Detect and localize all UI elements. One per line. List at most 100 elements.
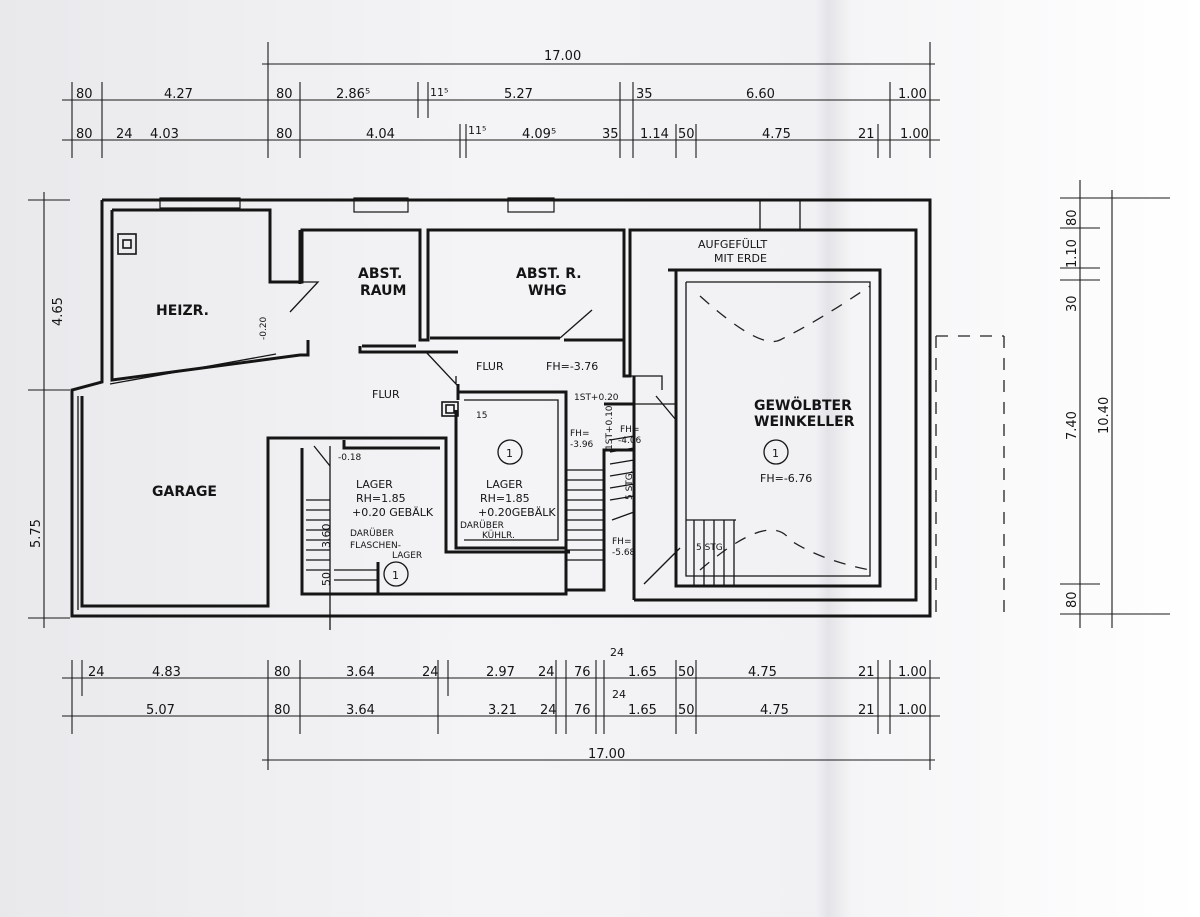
label-aufgefuellt: MIT ERDE [714, 252, 767, 265]
bottom-dim: 4.75 [760, 703, 789, 718]
right-dimensions: 80 1.10 30 7.40 80 10.40 [1060, 180, 1170, 628]
label-stg: 5 STG. [696, 543, 726, 553]
label-weinkeller: GEWÖLBTER [754, 396, 852, 414]
right-dim: 1.10 [1065, 239, 1080, 268]
vault-lines [699, 285, 1005, 616]
bottom-dimensions: 24 4.83 80 3.64 24 2.97 24 76 1.65 50 4.… [62, 646, 940, 770]
left-dim: 5.75 [29, 519, 44, 548]
top-dim: 21 [858, 127, 875, 142]
label-flur: FLUR [372, 388, 400, 401]
top-dim: 24 [116, 127, 133, 142]
bottom-dim: 1.00 [898, 665, 927, 680]
top-dim: 11⁵ [468, 124, 486, 137]
top-dim: 80 [76, 127, 93, 142]
label-lager-daruber: DARÜBER [350, 528, 394, 539]
right-dim: 7.40 [1065, 411, 1080, 440]
bottom-dim: 76 [574, 703, 591, 718]
bottom-dim: 4.83 [152, 665, 181, 680]
right-dim: 30 [1065, 295, 1080, 312]
top-dim: 80 [276, 87, 293, 102]
label-garage: GARAGE [152, 484, 217, 500]
bottom-dim: 50 [678, 665, 695, 680]
label-step: 1ST+0.20 [574, 393, 619, 403]
right-dim: 80 [1065, 591, 1080, 608]
label-lager-daruber: FLASCHEN- [350, 541, 401, 551]
label-lager: LAGER [486, 478, 523, 491]
top-dim: 1.14 [640, 127, 669, 142]
marker-number: 1 [772, 447, 779, 460]
label-stair-dim: 50 [320, 572, 333, 586]
right-dim: 80 [1065, 209, 1080, 226]
bottom-dim: 1.65 [628, 665, 657, 680]
top-dim: 1.00 [898, 87, 927, 102]
bottom-extra: 24 [612, 688, 626, 701]
bottom-dim: 21 [858, 703, 875, 718]
bottom-dim: 50 [678, 703, 695, 718]
top-dim: 80 [76, 87, 93, 102]
label-lager: LAGER [356, 478, 393, 491]
label-lager-gebaelk: +0.20 GEBÄLK [352, 506, 434, 519]
bottom-dim: 24 [88, 665, 105, 680]
label-fh: FH= [612, 537, 632, 547]
top-dim: 35 [636, 87, 653, 102]
bottom-dim: 3.21 [488, 703, 517, 718]
bottom-dim: 1.65 [628, 703, 657, 718]
bottom-extra: 24 [610, 646, 624, 659]
bottom-total: 17.00 [588, 747, 625, 762]
bottom-dim: 3.64 [346, 665, 375, 680]
top-dim: 4.04 [366, 127, 395, 142]
top-dim: 35 [602, 127, 619, 142]
bottom-dim: 80 [274, 665, 291, 680]
top-dim: 11⁵ [430, 86, 448, 99]
top-dimensions: 17.00 80 4.27 80 2.86⁵ 11⁵ 5.27 35 6.60 … [62, 42, 940, 158]
top-dim: 4.03 [150, 127, 179, 142]
bottom-dim: 76 [574, 665, 591, 680]
bottom-dim: 21 [858, 665, 875, 680]
bottom-dim: 4.75 [748, 665, 777, 680]
label-abst-raum: RAUM [360, 283, 406, 299]
label-fh: -5.68 [612, 548, 636, 558]
label-level: 15 [476, 411, 487, 421]
marker-circle [497, 439, 523, 465]
chimney-icon [117, 233, 137, 255]
label-fh: -3.96 [570, 440, 594, 450]
stairs [306, 395, 736, 630]
label-step: 1ST+0.10 [605, 405, 615, 450]
label-fh: FH= [570, 429, 590, 439]
left-dim: 4.65 [51, 297, 66, 326]
marker-circle [383, 561, 409, 587]
bottom-dim: 24 [422, 665, 439, 680]
chimney-icon [441, 401, 459, 417]
label-fh: FH= [620, 425, 640, 435]
label-abst-whg: WHG [528, 283, 567, 299]
label-level: -0.18 [338, 453, 362, 463]
label-stg: 5 STG. [625, 470, 635, 500]
top-dim: 4.09⁵ [522, 127, 556, 142]
top-dim: 1.00 [900, 127, 929, 142]
fixtures [117, 233, 789, 587]
label-lager-rh: RH=1.85 [356, 492, 406, 505]
right-total: 10.40 [1097, 397, 1112, 434]
top-dim: 2.86⁵ [336, 87, 370, 102]
bottom-dim: 5.07 [146, 703, 175, 718]
label-flur-fh: FH=-3.76 [546, 360, 598, 373]
bottom-dim: 2.97 [486, 665, 515, 680]
top-dim: 80 [276, 127, 293, 142]
top-total: 17.00 [544, 49, 581, 64]
label-lager-daruber: LAGER [392, 551, 422, 561]
label-lager-daruber: DARÜBER [460, 520, 504, 531]
marker-number: 1 [506, 447, 513, 460]
label-aufgefuellt: AUFGEFÜLLT [698, 238, 767, 251]
marker-circle [763, 439, 789, 465]
label-stair-dim: 3.60 [320, 524, 333, 549]
top-dim: 50 [678, 127, 695, 142]
label-fh: -4.06 [618, 436, 642, 446]
left-dimensions: 4.65 5.75 [28, 192, 70, 628]
top-dim: 5.27 [504, 87, 533, 102]
label-weinkeller-fh: FH=-6.76 [760, 472, 812, 485]
label-abst-whg: ABST. R. [516, 266, 582, 282]
bottom-dim: 1.00 [898, 703, 927, 718]
walls [70, 197, 932, 618]
